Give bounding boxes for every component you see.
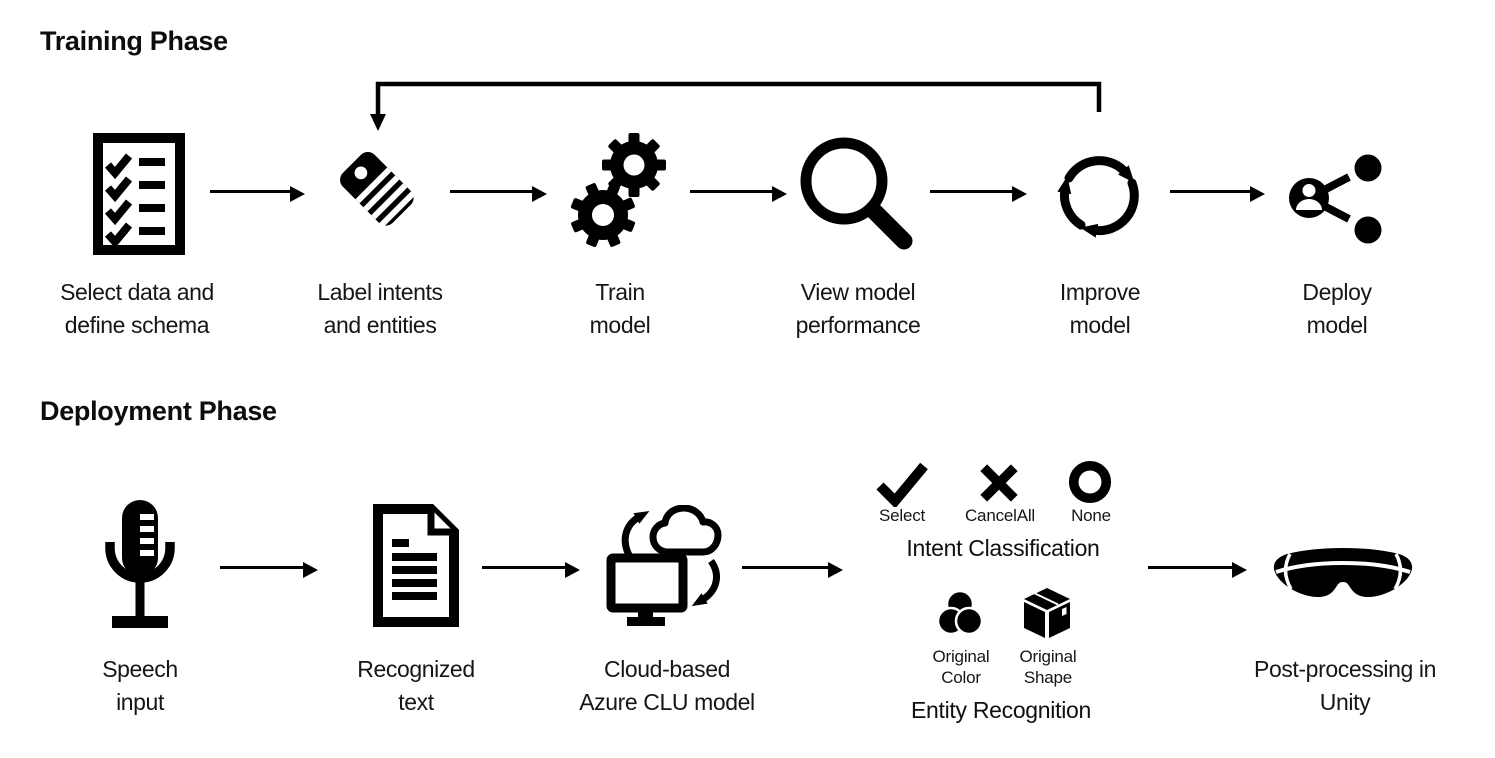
step-label-deploy-model: Deploy model <box>1302 279 1372 338</box>
entity-item-label-color: Original Color <box>932 647 990 687</box>
arrow-text-to-cloud <box>482 562 580 579</box>
entity-recognition-caption: Entity Recognition <box>911 697 1091 723</box>
document-icon <box>371 503 461 628</box>
cloud-sync-icon <box>605 505 735 630</box>
step-label-speech-input: Speech input <box>102 656 178 715</box>
step-label-view-performance: View model performance <box>795 279 921 338</box>
step-label-select-data: Select data and define schema <box>60 279 214 338</box>
arrow-cloud-to-intents <box>742 562 843 579</box>
sync-icon <box>1048 142 1150 244</box>
training-phase-title: Training Phase <box>40 26 228 56</box>
step-label-label-intents: Label intents and entities <box>317 279 443 338</box>
tag-icon <box>334 146 428 240</box>
step-label-recognized-text: Recognized text <box>357 656 475 715</box>
arrow-select-to-label <box>210 186 305 203</box>
magnifier-icon <box>798 134 918 256</box>
arrow-train-to-view <box>690 186 787 203</box>
feedback-arrow <box>370 81 1102 131</box>
arrow-view-to-improve <box>930 186 1027 203</box>
step-label-post-processing: Post-processing in Unity <box>1254 656 1436 715</box>
check-icon <box>876 461 928 507</box>
arrow-improve-to-deploy <box>1170 186 1265 203</box>
circle-icon <box>1068 460 1112 504</box>
cross-icon <box>978 462 1020 504</box>
color-circles-icon <box>937 588 983 640</box>
intent-classification-caption: Intent Classification <box>906 535 1100 561</box>
gears-icon <box>571 131 668 251</box>
arrow-label-to-train <box>450 186 547 203</box>
cube-icon <box>1022 587 1072 641</box>
step-label-improve-model: Improve model <box>1059 279 1141 338</box>
entity-item-label-shape: Original Shape <box>1019 647 1077 687</box>
arrow-intents-to-unity <box>1148 562 1247 579</box>
share-person-icon <box>1288 152 1384 246</box>
intent-item-label-none: None <box>1071 506 1111 525</box>
step-label-train-model: Train model <box>589 279 651 338</box>
step-label-azure-clu: Cloud-based Azure CLU model <box>579 656 755 715</box>
microphone-icon <box>103 498 177 632</box>
arrow-speech-to-text <box>220 562 318 579</box>
intent-item-label-cancelall: CancelAll <box>964 506 1035 525</box>
deployment-phase-title: Deployment Phase <box>40 396 277 426</box>
hololens-icon <box>1273 545 1413 603</box>
checklist-icon <box>93 133 185 255</box>
intent-item-label-select: Select <box>878 506 926 525</box>
